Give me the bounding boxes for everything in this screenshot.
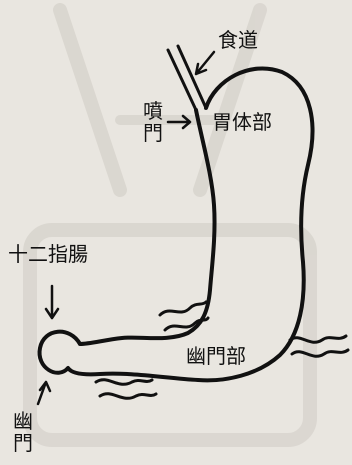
duodenum-arrow-icon [46,286,58,318]
background-watermark [30,10,310,440]
label-pylorus: 幽門 [12,410,34,454]
label-stomach-body: 胃体部 [212,112,272,132]
duodenum-bulb [40,332,80,373]
esophagus-tube [168,46,206,110]
label-esophagus: 食道 [218,30,258,50]
esophagus-arrow-icon [196,52,214,74]
label-cardia: 噴門 [142,100,164,144]
label-pyloric-part: 幽門部 [186,346,246,366]
label-duodenum: 十二指腸 [8,244,88,264]
pylorus-arrow-icon [38,382,50,404]
